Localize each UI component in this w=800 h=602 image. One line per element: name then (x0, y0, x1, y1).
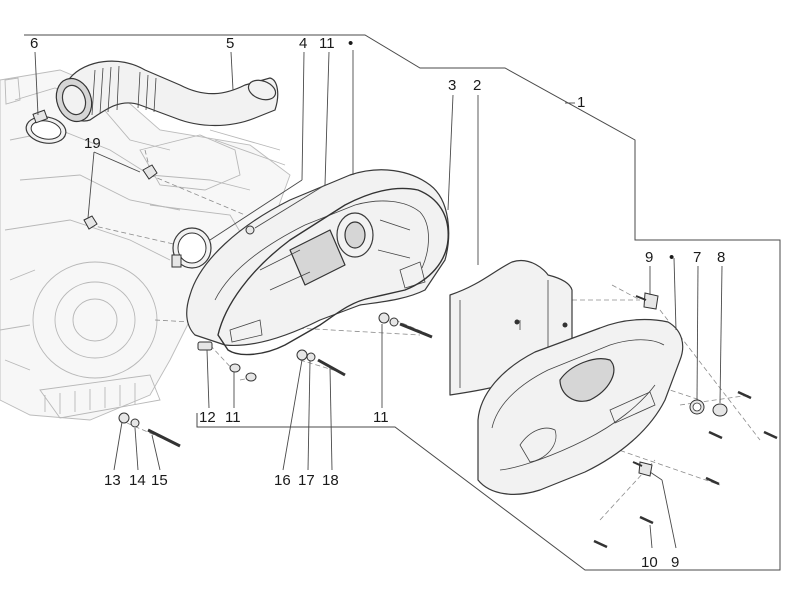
callout-15: 15 (151, 472, 168, 489)
callout-9-upper: 9 (645, 249, 653, 266)
callout-19: 19 (84, 135, 101, 152)
callout-11-right: 11 (373, 409, 389, 426)
callout-13: 13 (104, 472, 121, 489)
callout-1: 1 (577, 94, 585, 111)
housing-gasket (217, 187, 449, 356)
callout-4: 4 (299, 35, 307, 52)
callout-11-lower-left: 11 (225, 409, 241, 426)
callout-8: 8 (717, 249, 725, 266)
callout-12: 12 (199, 409, 216, 426)
marker-dot-top: • (348, 35, 353, 52)
inlet-clamp-ring (171, 227, 212, 269)
retaining-clip (83, 164, 158, 230)
callout-7: 7 (693, 249, 701, 266)
callout-2: 2 (473, 77, 481, 94)
callout-leaders (24, 34, 781, 571)
callout-10: 10 (641, 554, 658, 571)
callout-6: 6 (30, 35, 38, 52)
intake-duct (55, 60, 279, 127)
callout-labels: 1 2 3 4 5 6 7 8 9 9 10 11 11 11 12 13 14… (30, 35, 725, 571)
air-filter-housing (186, 169, 450, 347)
callout-17: 17 (298, 472, 315, 489)
callout-5: 5 (226, 35, 234, 52)
marker-dot-right: • (669, 249, 674, 266)
callout-14: 14 (129, 472, 146, 489)
callout-3: 3 (448, 77, 456, 94)
cover-screws (593, 390, 778, 549)
filter-cover (477, 318, 684, 495)
callout-11-top: 11 (319, 35, 335, 52)
engine-block-outline (0, 69, 291, 421)
hose-clamp (25, 109, 67, 144)
callout-16: 16 (274, 472, 291, 489)
callout-18: 18 (322, 472, 339, 489)
callout-9-lower: 9 (671, 554, 679, 571)
fastener-hardware (118, 225, 778, 549)
